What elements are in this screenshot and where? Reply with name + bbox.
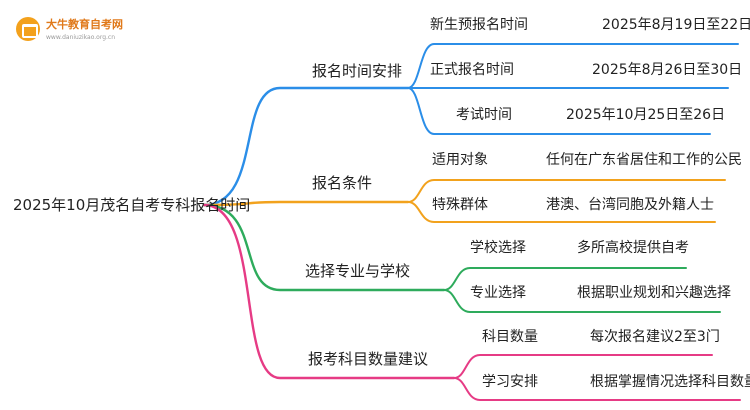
leaf-value: 2025年8月19日至22日	[602, 17, 750, 33]
leaf-connector	[453, 377, 741, 401]
leaf-connector	[443, 267, 687, 291]
leaf-label: 学校选择	[470, 240, 526, 256]
branch-connector	[202, 203, 446, 292]
leaf-connector	[407, 179, 726, 203]
site-logo: 大牛教育自考网 www.daniuzikao.org.cn	[12, 13, 142, 47]
leaf-value: 港澳、台湾同胞及外籍人士	[546, 197, 714, 213]
leaf-label: 学习安排	[482, 374, 538, 390]
branch-label-eligibility: 报名条件	[312, 174, 373, 192]
leaf-value: 任何在广东省居住和工作的公民	[546, 152, 742, 168]
branch-label-registration-schedule: 报名时间安排	[312, 62, 403, 80]
leaf-label: 正式报名时间	[430, 62, 514, 78]
leaf-value: 2025年10月25日至26日	[566, 107, 726, 123]
leaf-value: 根据职业规划和兴趣选择	[577, 285, 731, 301]
leaf-connector	[407, 43, 739, 89]
leaf-label: 科目数量	[482, 329, 538, 345]
root-topic: 2025年10月茂名自考专科报名时间	[13, 196, 251, 214]
branch-connector	[202, 200, 410, 207]
branch-label-subject-count: 报考科目数量建议	[308, 350, 429, 368]
leaf-label: 新生预报名时间	[430, 17, 528, 33]
logo-name: 大牛教育自考网	[46, 18, 123, 31]
leaf-value: 根据掌握情况选择科目数量	[590, 374, 750, 390]
book-icon	[16, 17, 40, 41]
leaf-label: 专业选择	[470, 285, 526, 301]
leaf-label: 适用对象	[432, 152, 488, 168]
leaf-connector	[443, 289, 721, 313]
leaf-value: 2025年8月26日至30日	[592, 62, 743, 78]
leaf-label: 考试时间	[456, 107, 512, 123]
leaf-label: 特殊群体	[432, 197, 488, 213]
leaf-connector	[453, 354, 713, 379]
leaf-value: 多所高校提供自考	[577, 240, 689, 256]
branch-connector	[202, 86, 410, 207]
leaf-connector	[407, 201, 716, 223]
leaf-value: 每次报名建议2至3门	[590, 329, 720, 345]
logo-url: www.daniuzikao.org.cn	[46, 34, 116, 41]
branch-label-major-school: 选择专业与学校	[305, 262, 411, 280]
branch-connector	[202, 203, 456, 380]
leaf-connector	[407, 87, 711, 135]
